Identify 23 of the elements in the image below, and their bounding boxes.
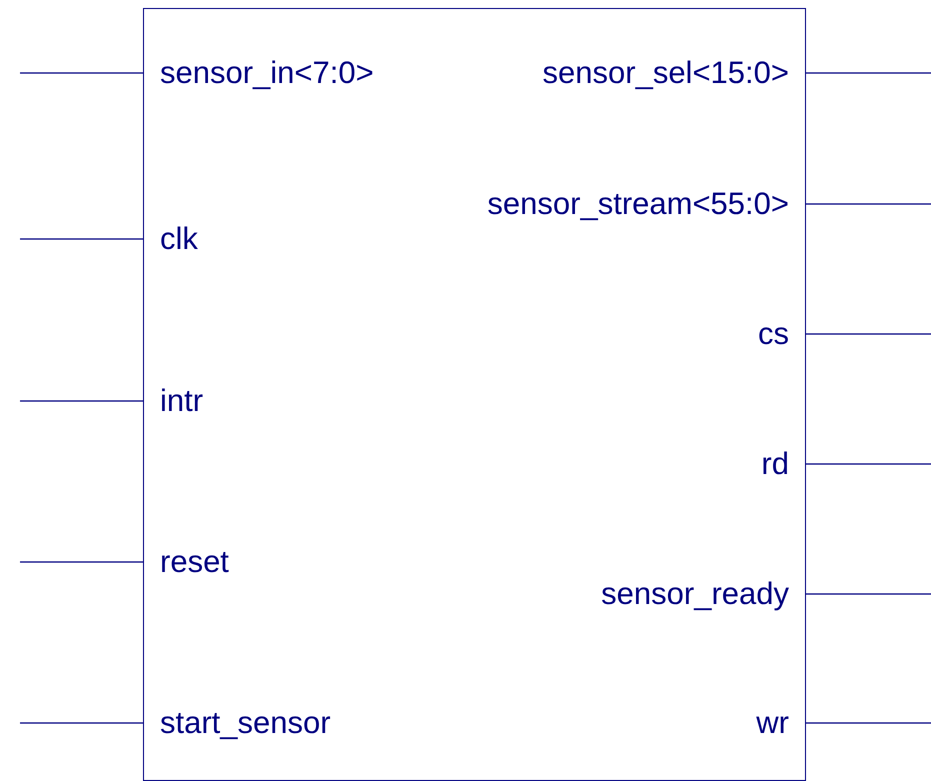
block-symbol [143,8,806,781]
pin-name: start_sensor [144,705,331,741]
pin-name: sensor_sel<15:0> [542,55,805,91]
pin-name: intr [144,383,204,419]
pin-line [20,72,144,74]
pin-line [805,333,931,335]
pin-line [20,722,144,724]
pin-line [20,238,144,240]
pin-name: rd [761,446,805,482]
pin-line [805,722,931,724]
pin-line [805,72,931,74]
pin-line [20,400,144,402]
pin-line [805,593,931,595]
pin-name: clk [144,221,198,257]
pin-line [805,463,931,465]
pin-line [20,561,144,563]
pin-line [805,203,931,205]
pin-name: sensor_in<7:0> [144,55,374,91]
pin-name: sensor_stream<55:0> [487,186,805,222]
pin-name: reset [144,544,229,580]
pin-name: sensor_ready [601,576,805,612]
pin-name: wr [756,705,805,741]
pin-name: cs [758,316,805,352]
